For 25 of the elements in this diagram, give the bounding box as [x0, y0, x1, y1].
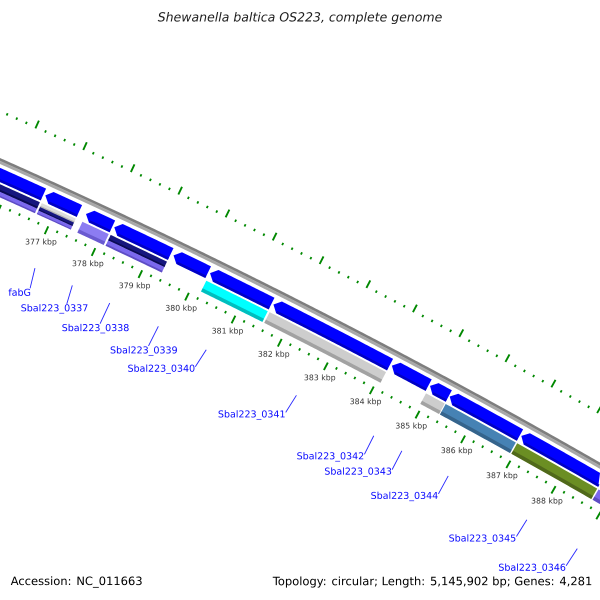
leader-line — [566, 548, 578, 566]
footer-text: Accession: NC_011663 — [10, 576, 142, 588]
gene-label: Sbal223_0340 — [128, 364, 194, 374]
leader-line — [438, 476, 449, 494]
leader-line — [100, 302, 110, 324]
leader-line — [30, 268, 36, 289]
leader-line — [285, 394, 297, 413]
leader-line — [194, 349, 207, 368]
gene-label: Sbal223_0341 — [218, 410, 285, 420]
footer-text: Topology: circular; Length: 5,145,902 bp; Genes: 4,281 — [272, 576, 592, 588]
leader-line — [392, 450, 402, 470]
gene-label: Sbal223_0344 — [371, 492, 438, 502]
gene-label: Sbal223_0338 — [62, 324, 129, 334]
gene-label: Sbal223_0337 — [21, 304, 88, 314]
gene-label: Sbal223_0345 — [449, 534, 516, 544]
gene-label: Sbal223_0346 — [498, 563, 566, 573]
leader-line — [66, 284, 73, 304]
gene-label: Sbal223_0343 — [324, 467, 392, 477]
gene-label: Sbal223_0342 — [297, 452, 364, 462]
leader-line — [148, 326, 159, 346]
gene-label: Sbal223_0339 — [110, 346, 177, 356]
leader-line — [364, 435, 374, 455]
gene-label: fabG — [8, 288, 30, 296]
title: Shewanella baltica OS223, complete genome — [158, 12, 442, 24]
leader-line — [516, 519, 528, 537]
